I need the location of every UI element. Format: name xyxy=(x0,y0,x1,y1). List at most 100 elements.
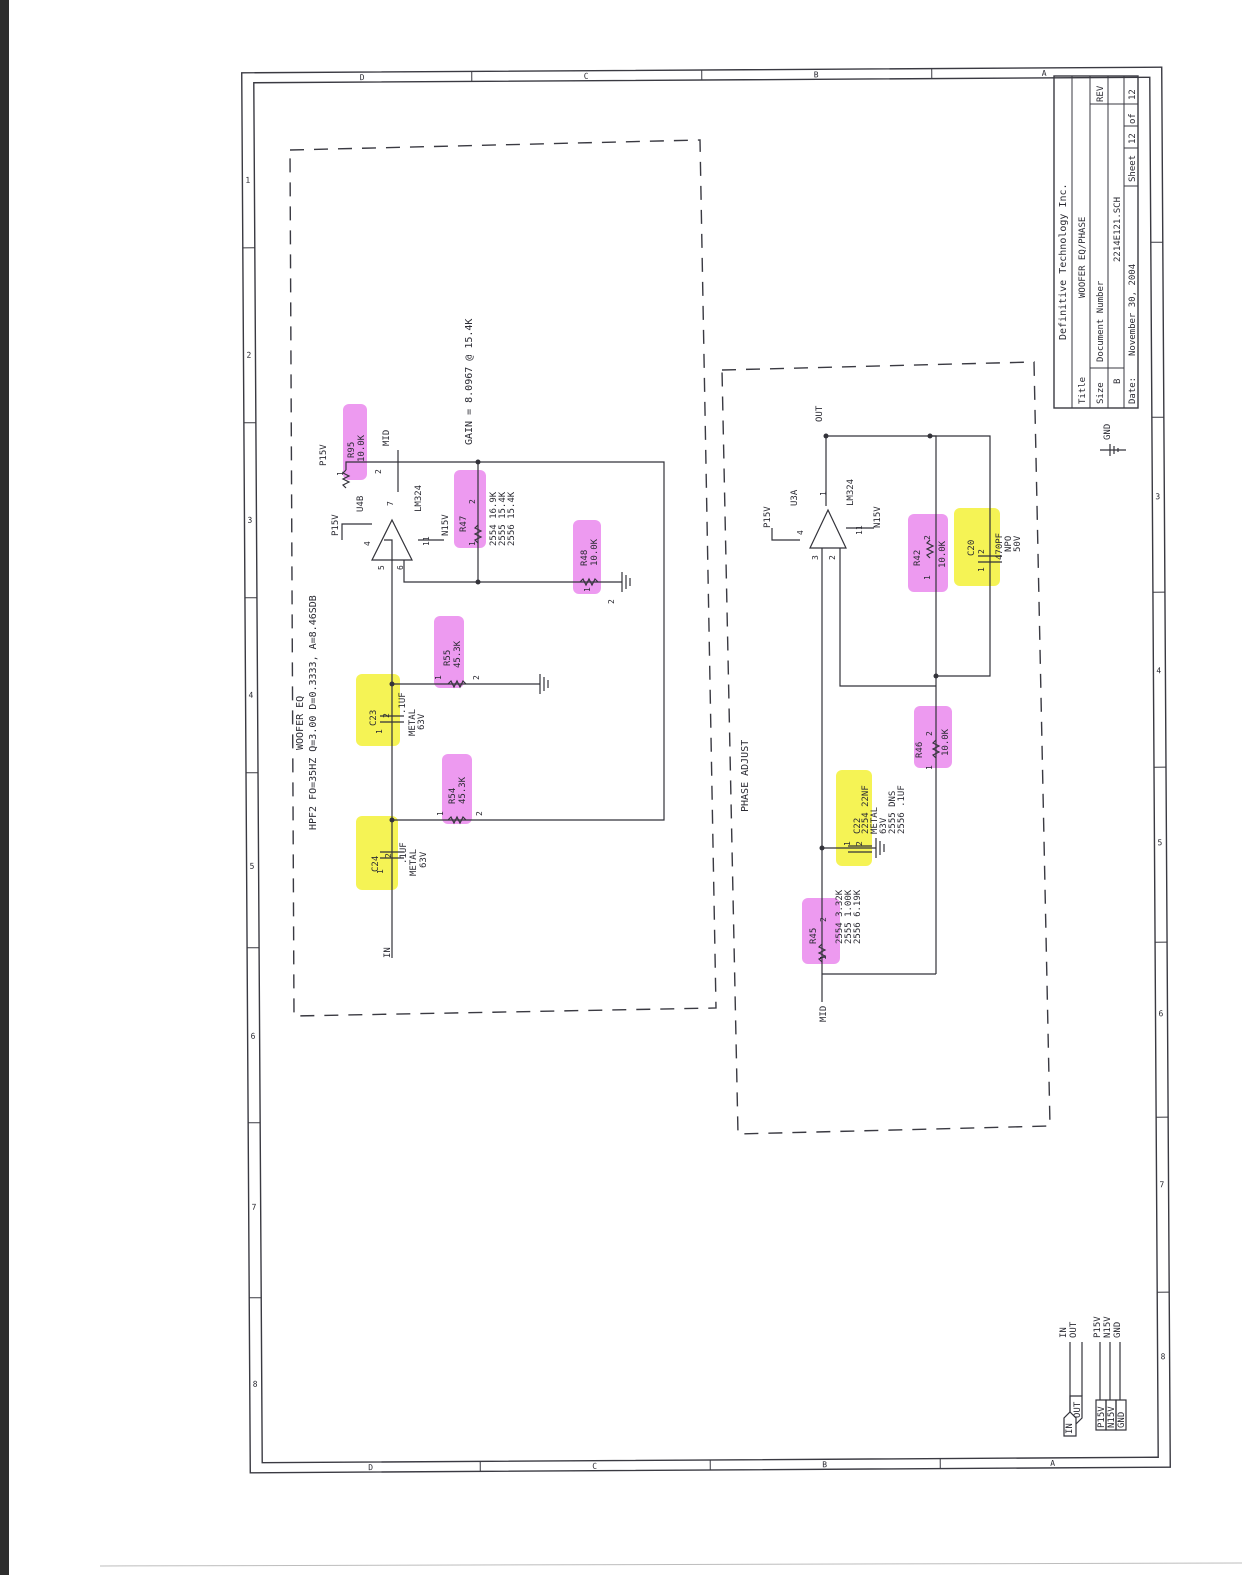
wire-in-rail xyxy=(384,539,393,958)
resistor-r47-opt-1: 2554 16.9K xyxy=(489,491,499,546)
col-num-left-3: 3 xyxy=(247,516,252,525)
port-out-label: OUT xyxy=(1073,1401,1083,1418)
capacitor-c23-dielectric: METAL xyxy=(408,709,418,736)
capacitor-c22-opt-3: 63V xyxy=(879,817,889,834)
capacitor-c22-opt-2: METAL xyxy=(870,807,880,834)
resistor-r54-ref: R54 xyxy=(448,788,458,804)
resistor-r48-pin2: 2 xyxy=(607,599,616,604)
capacitor-c22-opt-1: 2254 22NF xyxy=(861,785,871,834)
net-p15v-top: P15V xyxy=(319,444,329,466)
opamp-u3a-pin-vn: 11 xyxy=(855,525,864,535)
opamp-u4b-pin-out: 7 xyxy=(386,501,395,506)
col-num-left-7: 7 xyxy=(252,1203,257,1212)
highlight-c24 xyxy=(356,816,398,890)
opamp-u3a-pin-minus: 2 xyxy=(828,555,837,560)
port-gnd-label: GND xyxy=(1117,1412,1127,1428)
capacitor-c22-symbol xyxy=(848,845,872,853)
phase-adjust-dashed-border xyxy=(721,361,1051,1135)
port-n15v-label: N15V xyxy=(1107,1406,1117,1428)
junction-r42-bot xyxy=(933,673,939,679)
wire-p15v-op2 xyxy=(771,528,800,541)
woofer-eq-block: WOOFER EQ HPF2 FO=35HZ Q=3.00 D=0.3333, … xyxy=(289,139,717,1017)
col-num-left-4: 4 xyxy=(249,691,254,700)
opamp-u4b-pin-minus: 6 xyxy=(396,565,405,570)
net-p15v-op: P15V xyxy=(331,514,341,536)
resistor-r54-pin1: 1 xyxy=(436,811,445,816)
resistor-r54-symbol xyxy=(447,815,467,825)
resistor-r48-pin1: 1 xyxy=(583,587,592,592)
net-n15v-op: N15V xyxy=(441,514,451,536)
col-num-right-3: 3 xyxy=(1155,492,1160,501)
resistor-r47-pin1: 1 xyxy=(468,541,477,546)
gnd-global: GND xyxy=(1100,424,1126,456)
highlight-c20 xyxy=(954,508,1000,586)
woofer-eq-dashed-border xyxy=(289,139,717,1017)
capacitor-c22-pin1: 1 xyxy=(843,841,852,846)
capacitor-c23-voltage: 63V xyxy=(417,713,427,730)
col-num-left-5: 5 xyxy=(250,862,255,871)
capacitor-c20-voltage: 50V xyxy=(1013,535,1023,552)
col-num-right-5: 5 xyxy=(1157,838,1162,847)
col-num-left-2: 2 xyxy=(246,351,251,360)
net-mid-phase: MID xyxy=(819,1006,829,1022)
resistor-r45-pin2: 2 xyxy=(819,917,828,922)
capacitor-c22-pin2: 2 xyxy=(855,841,864,846)
opamp-u3a-pin-out: 1 xyxy=(819,491,828,496)
resistor-r46-pin1: 1 xyxy=(925,765,934,770)
resistor-r55-value: 45.3K xyxy=(453,640,463,668)
capacitor-c20-pin1: 1 xyxy=(977,567,986,572)
highlight-c23 xyxy=(356,674,400,746)
woofer-eq-title: WOOFER EQ xyxy=(295,696,306,750)
highlight-r42 xyxy=(908,514,948,592)
title-block-title: WOOFER EQ/PHASE xyxy=(1078,217,1088,298)
gnd-global-symbol xyxy=(1100,444,1126,456)
capacitor-c23-pin1: 1 xyxy=(375,729,384,734)
resistor-r55-pin2: 2 xyxy=(472,675,481,680)
resistor-r42-symbol xyxy=(925,539,935,559)
wire-r95-top xyxy=(345,461,398,470)
resistor-r55-pin1: 1 xyxy=(434,675,443,680)
resistor-r42-ref: R42 xyxy=(913,550,923,566)
capacitor-c20-pin2: 2 xyxy=(977,549,986,554)
net-p15v-op2: P15V xyxy=(763,506,773,528)
opamp-u4b-type: LM324 xyxy=(414,485,424,512)
opamp-u3a-pin-plus: 3 xyxy=(811,555,820,560)
junction-r47 xyxy=(475,459,481,465)
port-legend: IN OUT P15V N15V GND IN OUT P15V N15V GN… xyxy=(1059,1316,1127,1437)
title-block-frame xyxy=(1053,75,1139,409)
resistor-r45-opt-3: 2556 6.19K xyxy=(853,889,863,944)
capacitor-c23-pin2: 2 xyxy=(382,713,391,718)
resistor-r45-ref: R45 xyxy=(809,928,819,944)
capacitor-c20-dielectric: NPO xyxy=(1004,536,1014,552)
highlight-r95 xyxy=(343,404,367,480)
title-block: Definitive Technology Inc. Title WOOFER … xyxy=(1053,75,1139,409)
col-num-right-7: 7 xyxy=(1160,1180,1165,1189)
port-in-net-label: IN xyxy=(1059,1327,1069,1338)
gnd-global-label: GND xyxy=(1103,424,1113,440)
highlight-r45 xyxy=(802,898,840,964)
scan-left-margin xyxy=(0,0,9,1575)
resistor-r47-opt-2: 2555 15.4K xyxy=(498,491,508,546)
col-num-left-8: 8 xyxy=(253,1380,258,1389)
opamp-u4b-pin-plus: 5 xyxy=(377,565,386,570)
wire-r46-rail xyxy=(825,435,937,974)
port-p15v-label: P15V xyxy=(1097,1406,1107,1428)
resistor-r55-ref: R55 xyxy=(443,650,453,666)
highlight-r55 xyxy=(434,616,464,688)
title-block-rev-label: REV xyxy=(1096,85,1106,102)
row-letter-top-b: B xyxy=(814,70,819,79)
highlight-r48 xyxy=(573,520,601,594)
resistor-r95-ref: R95 xyxy=(347,442,357,458)
capacitor-c20-symbol xyxy=(978,555,1002,563)
row-letter-top-a: A xyxy=(1042,69,1047,78)
row-letter-bot-c: C xyxy=(592,1462,597,1471)
opamp-u3a-ref: U3A xyxy=(790,489,800,506)
capacitor-c23-ref: C23 xyxy=(369,710,379,726)
gnd-r55 xyxy=(539,674,549,694)
opamp-u4b-ref: U4B xyxy=(356,496,366,512)
opamp-u4b-symbol xyxy=(371,518,413,561)
capacitor-c20-ref: C20 xyxy=(967,540,977,556)
opamp-u4b-pin-vp: 4 xyxy=(363,541,372,546)
capacitor-c22-opt-5: 2556 .1UF xyxy=(897,785,907,834)
